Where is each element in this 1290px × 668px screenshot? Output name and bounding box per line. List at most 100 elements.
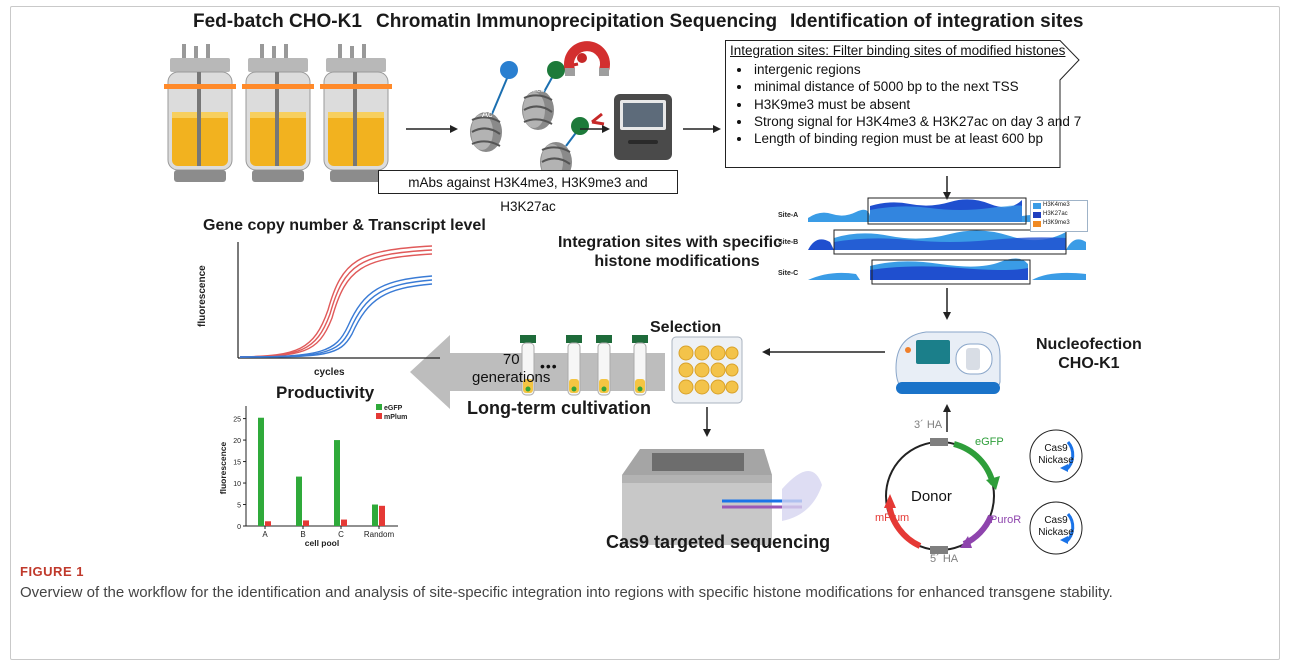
bar-mplum-c xyxy=(341,519,347,526)
nickase-label-2: Cas9 Nickase xyxy=(1036,515,1076,539)
heading-nucleofection: Nucleofection CHO-K1 xyxy=(1036,335,1142,373)
plasmid-puror: PuroR xyxy=(990,514,1022,526)
track-label-a: Site-A xyxy=(778,212,799,219)
bar-mplum-b xyxy=(303,520,309,526)
y-tick-label: 20 xyxy=(233,438,241,445)
figure-label: FIGURE 1 xyxy=(20,564,84,579)
y-tick-label: 25 xyxy=(233,417,241,424)
legend-swatch xyxy=(1033,212,1041,218)
filter-callout-box xyxy=(725,40,1080,168)
plasmid-ha5: 5´ HA xyxy=(930,553,959,565)
generations-count: 70 xyxy=(502,351,520,368)
plasmid-egfp: eGFP xyxy=(975,436,1004,448)
x-tick-label: A xyxy=(262,530,268,539)
nickase-label-1: Cas9 Nickase xyxy=(1036,443,1076,467)
arrow-1 xyxy=(406,125,458,133)
legend-label: H3K4me3 xyxy=(1043,202,1070,208)
filter-list: intergenic regions minimal distance of 5… xyxy=(735,61,1081,147)
heading-integration-line2: histone modifications xyxy=(594,253,760,270)
nickase-line1: Cas9 xyxy=(1044,443,1068,454)
y-tick-label: 0 xyxy=(237,524,241,531)
plasmid-diagram xyxy=(884,429,1083,555)
filter-item: minimal distance of 5000 bp to the next … xyxy=(752,78,1081,95)
heading-fedbatch: Fed-batch CHO-K1 xyxy=(193,11,362,32)
ha5-segment xyxy=(930,546,948,554)
egfp-segment xyxy=(953,441,996,485)
filter-item: intergenic regions xyxy=(752,61,1081,78)
well-plate-icon xyxy=(671,336,743,404)
bar-egfp-a xyxy=(258,417,264,526)
filter-item: Length of binding region must be at leas… xyxy=(752,130,1081,147)
productivity-chart: 0 5 10 15 20 25A B C Random cell pool fluorescence… xyxy=(218,404,407,548)
y-tick-label: 5 xyxy=(237,503,241,510)
bar-egfp-c xyxy=(334,440,340,526)
arrow-3 xyxy=(683,125,721,133)
label-ac: Ac xyxy=(482,109,493,119)
heading-gene-copy: Gene copy number & Transcript level xyxy=(203,217,486,234)
y-tick-label: 15 xyxy=(233,460,241,467)
x-tick-label: Random xyxy=(364,530,395,539)
magnet-icon xyxy=(564,41,610,76)
heading-selection: Selection xyxy=(650,319,722,336)
qpcr-ylabel: fluorescence xyxy=(197,265,208,327)
plasmid-mplum: mPlum xyxy=(875,512,910,524)
figure-frame xyxy=(10,6,1280,660)
y-axis-label: fluorescence xyxy=(218,442,228,495)
legend-swatch xyxy=(1033,221,1041,227)
heading-nucleofection-line1: Nucleofection xyxy=(1036,336,1142,353)
x-tick-label: C xyxy=(338,530,344,539)
nickase-line1: Cas9 xyxy=(1044,515,1068,526)
filter-item: Strong signal for H3K4me3 & H3K27ac on d… xyxy=(752,113,1081,130)
mplum-segment xyxy=(886,503,922,549)
right-column-graphics xyxy=(808,176,1086,432)
legend-swatch xyxy=(1033,203,1041,209)
heading-integration-sites: Integration sites with specific histone … xyxy=(546,233,794,271)
x-axis-label: cell pool xyxy=(305,538,339,548)
bar-mplum-random xyxy=(379,505,385,526)
label-me3-2: Me3 xyxy=(555,122,569,129)
heading-cas9-seq: Cas9 targeted sequencing xyxy=(606,532,831,552)
plasmid-center-label: Donor xyxy=(911,488,952,505)
track-site-c xyxy=(808,258,1086,285)
nucleofector-icon xyxy=(895,331,1001,394)
cultivation-arrow-label: 70 generations xyxy=(472,351,550,387)
bar-egfp-random xyxy=(372,504,378,526)
x-tick-label: B xyxy=(300,530,305,539)
ellipsis-dots: ••• xyxy=(540,358,558,374)
y-tick-label: 10 xyxy=(233,481,241,488)
bar-egfp-b xyxy=(296,476,302,526)
top-row-illustrations xyxy=(164,41,721,182)
qpcr-xlabel: cycles xyxy=(314,367,345,378)
track-label-b: Site-B xyxy=(778,239,799,246)
legend-label: H3K9me3 xyxy=(1043,220,1070,226)
heading-chip: Chromatin Immunoprecipitation Sequencing xyxy=(376,11,778,32)
arrow-2 xyxy=(580,125,610,133)
heading-nucleofection-line2: CHO-K1 xyxy=(1058,355,1120,372)
label-me3-1: Me3 xyxy=(531,87,545,94)
bioreactor-icons xyxy=(164,44,392,182)
ha3-segment xyxy=(930,438,948,446)
track-site-b xyxy=(808,229,1086,255)
mabs-box: mAbs against H3K4me3, H3K9me3 and H3K27a… xyxy=(378,170,678,214)
cas9-sequencer-icon xyxy=(622,449,822,545)
generations-label: generations xyxy=(472,369,551,386)
nickase-line2: Nickase xyxy=(1038,455,1074,466)
legend-label: H3K27ac xyxy=(1043,211,1068,217)
track-label-c: Site-C xyxy=(778,270,799,277)
track-site-a xyxy=(808,197,1086,225)
heading-long-term: Long-term cultivation xyxy=(467,398,651,418)
legend-label-egfp: eGFP xyxy=(384,405,403,412)
chart-title: Productivity xyxy=(276,383,375,402)
heading-integration-line1: Integration sites with specific xyxy=(557,234,783,251)
figure-caption: Overview of the workflow for the identif… xyxy=(20,584,1113,601)
filter-item: H3K9me3 must be absent xyxy=(752,96,1081,113)
heading-identification: Identification of integration sites xyxy=(790,11,1084,32)
filter-title: Integration sites: Filter binding sites … xyxy=(730,43,1066,58)
legend-swatch-egfp xyxy=(376,404,382,410)
sequencer-icon xyxy=(614,94,672,160)
middle-row-graphics xyxy=(410,335,885,545)
bar-mplum-a xyxy=(265,521,271,526)
nickase-line2: Nickase xyxy=(1038,527,1074,538)
legend-label-mplum: mPlum xyxy=(384,414,407,421)
legend-swatch-mplum xyxy=(376,413,382,419)
